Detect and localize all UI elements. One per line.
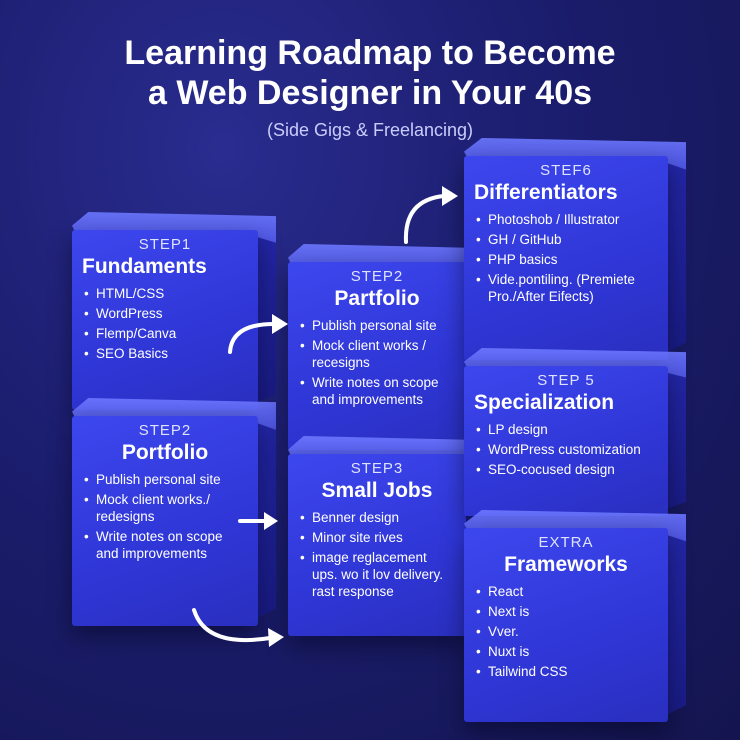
card-step3: STEP3 Small Jobs Benner design Minor sit… — [288, 436, 484, 636]
card-heading: Fundaments — [82, 255, 207, 278]
step-label: EXTRA — [538, 534, 594, 551]
list-item: React — [476, 583, 658, 600]
list-item: Publish personal site — [300, 317, 456, 334]
list-item: Next is — [476, 603, 658, 620]
step-label: STEP1 — [138, 236, 192, 253]
list-item: Flemp/Canva — [84, 325, 248, 342]
card-heading: Frameworks — [504, 553, 628, 576]
list-item: Vver. — [476, 623, 658, 640]
list-item: HTML/CSS — [84, 285, 248, 302]
step-label: STEP2 — [138, 422, 192, 439]
item-list: LP design WordPress customization SEO-co… — [474, 421, 658, 478]
card-extra: EXTRA Frameworks React Next is Vver. Nux… — [464, 510, 686, 722]
curved-arrow-icon — [228, 314, 288, 354]
list-item: Vide.pontiling. (Premiete Pro./After Eif… — [476, 271, 658, 305]
list-item: SEO-cocused design — [476, 461, 658, 478]
list-item: Publish personal site — [84, 471, 248, 488]
curved-arrow-icon — [192, 608, 284, 647]
list-item: WordPress customization — [476, 441, 658, 458]
step-label: STEP3 — [350, 460, 404, 477]
card-step6: STEF6 Differentiators Photoshob / Illust… — [464, 138, 686, 360]
item-list: Publish personal site Mock client works … — [298, 317, 456, 408]
card-step1: STEP1 Fundaments HTML/CSS WordPress Flem… — [72, 212, 276, 410]
step-label: STEP2 — [350, 268, 404, 285]
card-step2-portfolio: STEP2 Portfolio Publish personal site Mo… — [72, 398, 276, 626]
list-item: PHP basics — [476, 251, 658, 268]
curved-arrow-icon — [403, 186, 458, 244]
list-item: LP design — [476, 421, 658, 438]
item-list: Benner design Minor site rives image reg… — [298, 509, 456, 600]
page-title-line1: Learning Roadmap to Become — [124, 34, 616, 72]
card-heading: Differentiators — [474, 181, 618, 204]
card-step2-partfolio: STEP2 Partfolio Publish personal site Mo… — [288, 244, 484, 450]
card-heading: Specialization — [474, 391, 615, 414]
list-item: Tailwind CSS — [476, 663, 658, 680]
item-list: React Next is Vver. Nuxt is Tailwind CSS — [474, 583, 658, 680]
list-item: Nuxt is — [476, 643, 658, 660]
step-label: STEP 5 — [537, 372, 595, 389]
card-step5: STEP 5 Specialization LP design WordPres… — [464, 348, 686, 516]
item-list: HTML/CSS WordPress Flemp/Canva SEO Basic… — [82, 285, 248, 362]
list-item: Minor site rives — [300, 529, 456, 546]
list-item: Mock client works / recesigns — [300, 337, 456, 371]
list-item: Mock client works./ redesigns — [84, 491, 248, 525]
card-heading: Partfolio — [334, 287, 420, 310]
list-item: Benner design — [300, 509, 456, 526]
list-item: Write notes on scope and improvements — [300, 374, 456, 408]
curved-arrow-icon — [238, 512, 278, 530]
page-title-line2: a Web Designer in Your 40s — [147, 74, 593, 112]
list-item: WordPress — [84, 305, 248, 322]
list-item: image reglacement ups. wo it lov deliver… — [300, 549, 456, 600]
list-item: SEO Basics — [84, 345, 248, 362]
list-item: Write notes on scope and improvements — [84, 528, 248, 562]
list-item: GH / GitHub — [476, 231, 658, 248]
step-label: STEF6 — [540, 162, 592, 179]
item-list: Publish personal site Mock client works.… — [82, 471, 248, 562]
list-item: Photoshob / Illustrator — [476, 211, 658, 228]
card-heading: Small Jobs — [321, 479, 433, 502]
page-subtitle: (Side Gigs & Freelancing) — [266, 120, 474, 140]
card-heading: Portfolio — [121, 441, 209, 464]
item-list: Photoshob / Illustrator GH / GitHub PHP … — [474, 211, 658, 305]
